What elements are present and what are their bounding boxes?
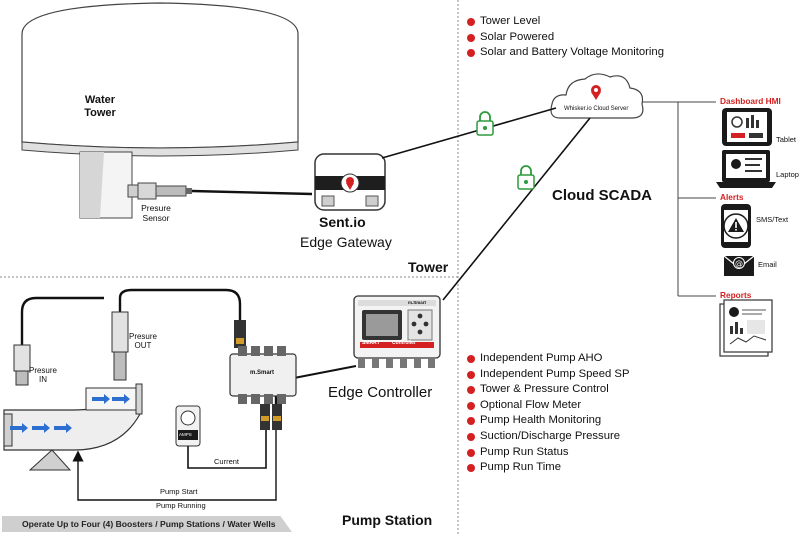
pressure-in-label-line2: IN	[39, 375, 47, 385]
capacity-banner: Operate Up to Four (4) Boosters / Pump S…	[2, 516, 292, 532]
pressure-out-label-line2: OUT	[134, 341, 152, 351]
pressure-in-sensor	[13, 344, 31, 386]
sms-label: SMS/Text	[756, 215, 789, 224]
laptop-icon	[716, 150, 776, 188]
device-tree-lines	[642, 101, 716, 297]
tower-feature-item: Solar and Battery Voltage Monitoring	[466, 45, 664, 61]
pressure-out-label: Presure OUT	[128, 332, 158, 350]
tower-sensor-label-line1: Presure	[141, 203, 171, 213]
pump-feature-list: Independent Pump AHO Independent Pump Sp…	[466, 351, 630, 476]
pump-feature-item: Pump Run Status	[466, 445, 630, 461]
pump-feature-item: Independent Pump Speed SP	[466, 367, 630, 383]
tower-feature-item: Solar Powered	[466, 30, 664, 46]
cloud-scada-title: Cloud SCADA	[552, 187, 652, 204]
sensor-cable	[191, 189, 313, 196]
pump-feature-item: Independent Pump AHO	[466, 351, 630, 367]
hub-brand: m.Smart	[250, 370, 275, 376]
current-label: Current	[214, 457, 240, 466]
pump-feature-item: Suction/Discharge Pressure	[466, 429, 630, 445]
pump-feature-item: Optional Flow Meter	[466, 398, 630, 414]
edge-controller-device	[353, 295, 441, 368]
flow-arrows	[10, 394, 130, 433]
gateway-subtitle: Edge Gateway	[300, 234, 392, 250]
pump-feature-item: Pump Run Time	[466, 460, 630, 476]
lock-icon	[476, 111, 494, 136]
pressure-out-label-line1: Presure	[128, 332, 157, 341]
pump-start-label: Pump Start	[160, 487, 198, 496]
tank-label-line1: Water	[84, 94, 116, 106]
tower-feature-item: Tower Level	[466, 14, 664, 30]
email-label: Email	[758, 260, 777, 269]
sentio-gateway-device	[314, 153, 386, 211]
phone-alert-icon	[721, 204, 751, 248]
dashboard-hmi-title: Dashboard HMI	[720, 96, 781, 106]
controller-cable	[293, 365, 357, 379]
tablet-label: Tablet	[776, 135, 797, 144]
edge-controller-label: Edge Controller	[328, 384, 433, 401]
current-clamp	[175, 405, 201, 447]
cloud-server-label: Whisker.io Cloud Server	[564, 106, 629, 112]
water-tower	[21, 2, 299, 219]
tower-sensor-label-line2: Sensor	[142, 212, 170, 223]
reports-title: Reports	[720, 290, 752, 300]
pump-running-label: Pump Running	[156, 501, 206, 510]
tower-section-title: Tower	[408, 259, 449, 275]
controller-brand: m.Smart	[408, 300, 427, 305]
tablet-icon	[722, 108, 772, 146]
pressure-in-label-line1: Presure	[28, 366, 57, 375]
msmart-hub	[229, 346, 297, 404]
pump-feature-item: Tower & Pressure Control	[466, 382, 630, 398]
cable-connectors	[234, 320, 282, 430]
tower-feature-list: Tower Level Solar Powered Solar and Batt…	[466, 14, 664, 61]
svg-text:@: @	[735, 259, 743, 268]
alerts-title: Alerts	[720, 192, 744, 202]
pressure-in-label: Presure IN	[28, 366, 58, 384]
tower-pressure-sensor	[127, 182, 192, 200]
network-links	[381, 107, 591, 301]
controller-model-right: Controller	[392, 340, 416, 346]
current-cable	[187, 430, 267, 469]
region-borders	[0, 0, 459, 534]
report-document-icon	[719, 299, 773, 357]
gateway-name: Sent.io	[319, 214, 366, 230]
lock-icon	[517, 165, 535, 190]
pressure-out-sensor	[111, 311, 129, 381]
current-clamp-label: AMPS	[179, 432, 192, 437]
pump-signal-lines	[72, 430, 277, 501]
pump-feature-item: Pump Health Monitoring	[466, 413, 630, 429]
pump-station-title: Pump Station	[342, 512, 433, 528]
tower-sensor-label: Presure Sensor	[136, 203, 176, 224]
controller-model-left: SMART	[362, 340, 380, 346]
tank-label-line2: Tower	[84, 106, 116, 119]
email-icon: @	[723, 255, 755, 276]
cloud-server	[550, 73, 644, 119]
laptop-label: Laptop	[776, 170, 799, 179]
tank-label: Water Tower	[80, 94, 120, 119]
